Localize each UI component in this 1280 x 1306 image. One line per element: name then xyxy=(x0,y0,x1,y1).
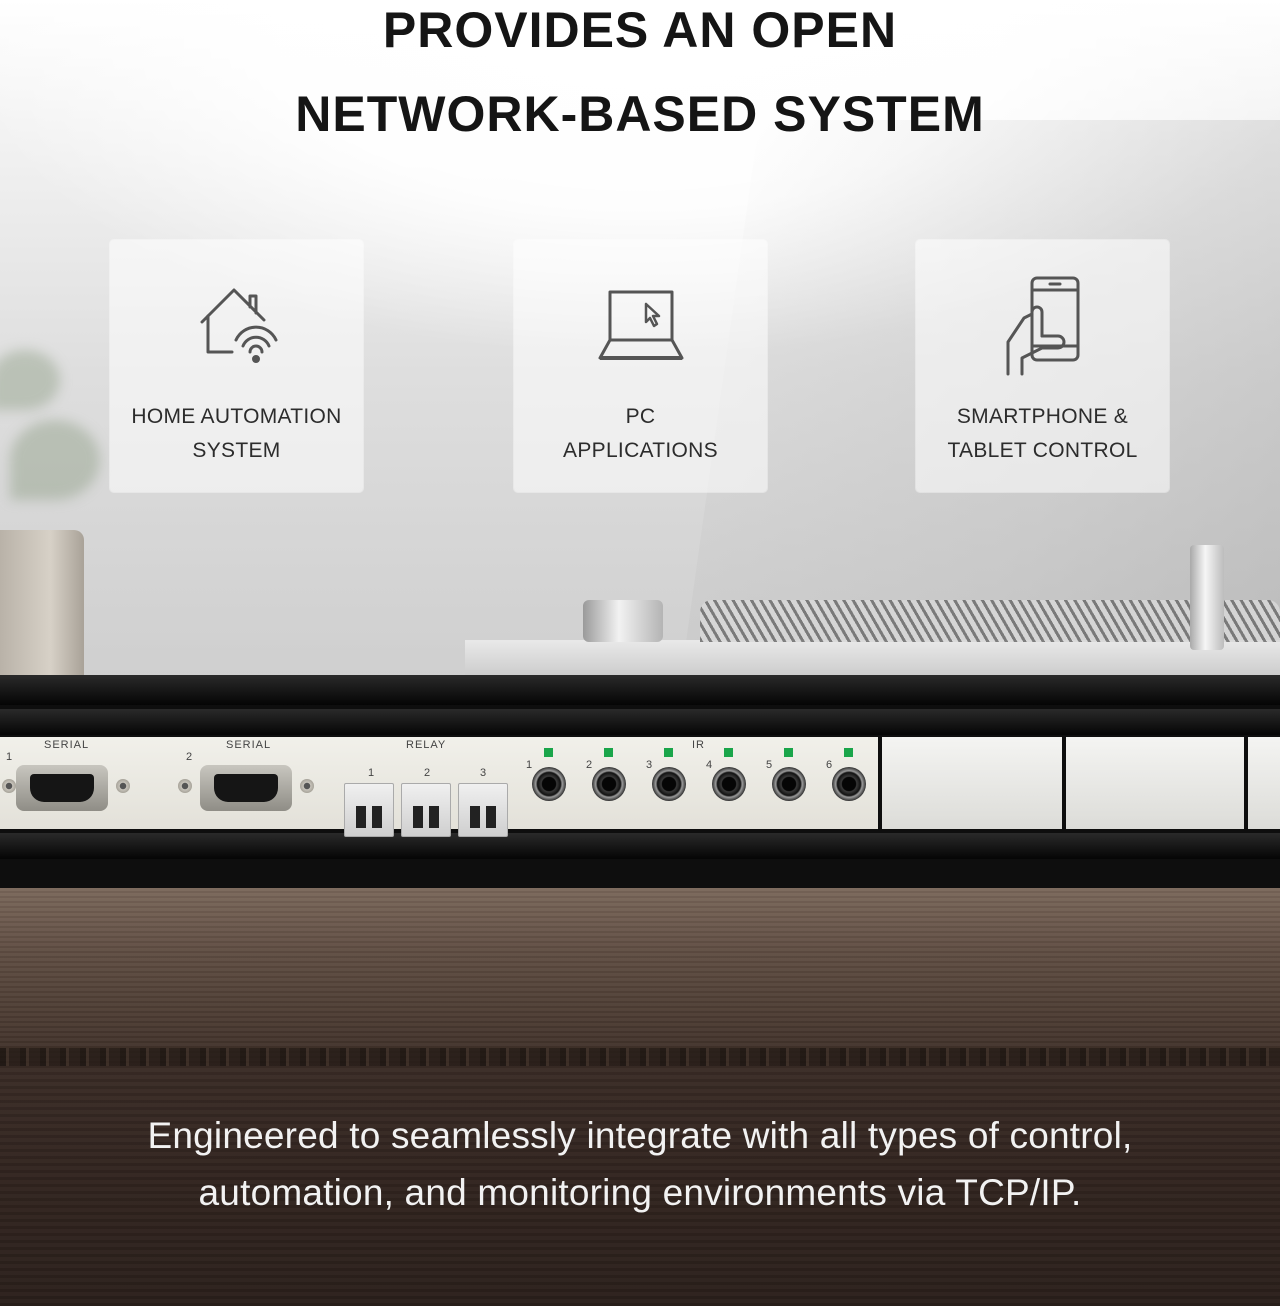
relay-terminal-3 xyxy=(458,783,508,837)
ir-jack-5 xyxy=(772,767,806,801)
blank-panel xyxy=(1248,737,1280,829)
ir-port-number: 5 xyxy=(766,759,773,771)
feature-card-smartphone-tablet: SMARTPHONE & TABLET CONTROL xyxy=(916,240,1169,492)
rack-rail-lower xyxy=(0,833,1280,859)
blank-panel xyxy=(1066,737,1244,829)
serial-label: SERIAL xyxy=(44,739,90,751)
turntable-knob xyxy=(583,600,663,642)
tagline: Engineered to seamlessly integrate with … xyxy=(0,1107,1280,1221)
ir-port-number: 3 xyxy=(646,759,653,771)
ir-status-led xyxy=(544,748,553,757)
feature-card-pc-applications: PC APPLICATIONS xyxy=(514,240,767,492)
ir-status-led xyxy=(664,748,673,757)
headline-line-2: NETWORK-BASED SYSTEM xyxy=(295,86,985,142)
ir-port-number: 4 xyxy=(706,759,713,771)
ir-label: IR xyxy=(692,739,705,751)
relay-port-number: 2 xyxy=(424,767,431,779)
feature-label-line-2: SYSTEM xyxy=(192,439,281,462)
relay-port-number: 3 xyxy=(480,767,487,779)
relay-label: RELAY xyxy=(406,739,447,751)
ir-port-number: 1 xyxy=(526,759,533,771)
av-control-device: 1 SERIAL 2 SERIAL RELAY 1 2 3 IR 1 2 3 4… xyxy=(0,675,1280,890)
serial-screw xyxy=(116,779,130,793)
blank-panel xyxy=(882,737,1062,829)
feature-label-line-1: SMARTPHONE & xyxy=(956,405,1129,428)
turntable-base xyxy=(465,640,1280,680)
ir-status-led xyxy=(724,748,733,757)
ir-port-number: 6 xyxy=(826,759,833,771)
ir-status-led xyxy=(784,748,793,757)
serial-screw xyxy=(2,779,16,793)
feature-label-line-1: PC xyxy=(625,405,656,428)
tagline-line-1: Engineered to seamlessly integrate with … xyxy=(147,1115,1133,1156)
plant-leaf xyxy=(10,420,100,500)
headline: PROVIDES AN OPEN NETWORK-BASED SYSTEM xyxy=(0,0,1280,156)
serial-label: SERIAL xyxy=(226,739,272,751)
ir-status-led xyxy=(604,748,613,757)
wood-shelf-edge xyxy=(0,1048,1280,1068)
plant-leaf xyxy=(0,350,60,410)
serial-screw xyxy=(300,779,314,793)
ir-status-led xyxy=(844,748,853,757)
feature-label-line-1: HOME AUTOMATION xyxy=(131,405,342,428)
ir-jack-6 xyxy=(832,767,866,801)
rack-rail-upper xyxy=(0,709,1280,735)
rack-rail-top xyxy=(0,675,1280,705)
bottom-band xyxy=(0,1066,1280,1306)
plant-pot xyxy=(0,530,84,680)
ir-jack-4 xyxy=(712,767,746,801)
feature-label-line-2: APPLICATIONS xyxy=(563,439,718,462)
feature-card-home-automation: HOME AUTOMATION SYSTEM xyxy=(110,240,363,492)
serial-port-number: 2 xyxy=(186,751,193,763)
tagline-line-2: automation, and monitoring environments … xyxy=(198,1172,1082,1213)
headline-line-1: PROVIDES AN OPEN xyxy=(382,2,898,58)
relay-terminal-2 xyxy=(401,783,451,837)
serial-connector-1 xyxy=(16,765,108,811)
home-wifi-icon xyxy=(192,282,282,377)
serial-screw xyxy=(178,779,192,793)
laptop-cursor-icon xyxy=(596,282,686,377)
relay-port-number: 1 xyxy=(368,767,375,779)
serial-connector-2 xyxy=(200,765,292,811)
serial-port-number: 1 xyxy=(6,751,13,763)
ir-jack-3 xyxy=(652,767,686,801)
relay-terminal-1 xyxy=(344,783,394,837)
feature-label-line-2: TABLET CONTROL xyxy=(947,439,1138,462)
hand-smartphone-icon xyxy=(998,274,1088,384)
ir-port-number: 2 xyxy=(586,759,593,771)
ir-jack-1 xyxy=(532,767,566,801)
turntable-platter xyxy=(700,600,1280,642)
tonearm-post xyxy=(1190,545,1224,650)
ir-jack-2 xyxy=(592,767,626,801)
wood-shelf xyxy=(0,888,1280,1068)
